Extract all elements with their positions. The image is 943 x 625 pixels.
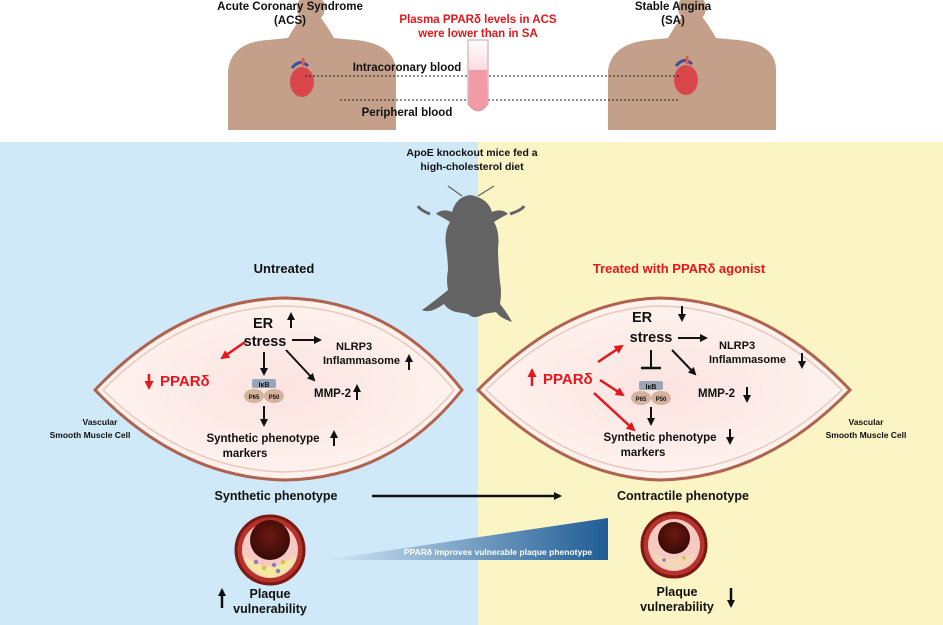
right-mmp2-label: MMP-2: [698, 388, 735, 400]
right-stress-to-mmp2-arrow: [671, 349, 697, 376]
sa-torso: [608, 0, 776, 130]
right-inflammasome-label: Inflammasome: [709, 354, 786, 366]
left-mmp2-label: MMP-2: [314, 388, 351, 400]
right-ikb-label: IκB: [646, 384, 657, 391]
right-plaque-label-1: Plaque: [657, 585, 698, 599]
right-p50-label: P50: [656, 397, 667, 403]
stable-plaque-icon: [640, 511, 708, 579]
vulnerable-plaque-icon: [234, 514, 306, 586]
left-stress-to-ppar-arrow: [220, 340, 246, 360]
right-vsmc-cell: [475, 296, 853, 482]
left-plaque-label-1: Plaque: [250, 587, 291, 601]
left-plaque-label-2: vulnerability: [233, 602, 307, 616]
right-cell-label-1: Vascular: [849, 417, 885, 427]
improvement-wedge: [324, 518, 608, 560]
right-p65-label: P65: [636, 397, 647, 403]
left-nlrp3-label: NLRP3: [336, 341, 372, 353]
intracoronary-label: Intracoronary blood: [353, 62, 462, 74]
left-markers-line-2: markers: [223, 448, 268, 460]
blood-tube-icon: [467, 39, 489, 112]
left-markers-line-1: Synthetic phenotype: [206, 433, 319, 445]
right-stress-label: stress: [630, 330, 673, 346]
wedge-label: PPARδ improves vulnerable plaque phenoty…: [404, 547, 593, 557]
right-ppar-to-nfkb-arrow: [599, 378, 625, 397]
right-cell-membrane: [484, 305, 844, 473]
right-plaque-label-2: vulnerability: [640, 600, 714, 614]
left-ppar-label: PPARδ: [160, 373, 210, 390]
right-ppar-to-markers-arrow: [593, 392, 636, 432]
left-er-label: ER: [253, 316, 274, 332]
acs-title: Acute Coronary Syndrome: [217, 1, 363, 13]
right-nlrp3-label: NLRP3: [719, 340, 755, 352]
left-stress-label: stress: [244, 334, 287, 350]
left-vsmc-cell: [92, 296, 464, 482]
acs-heart-icon: [290, 58, 314, 97]
left-phenotype-label: Synthetic phenotype: [215, 489, 338, 503]
mouse-caption-2: high-cholesterol diet: [420, 161, 524, 173]
left-p50-label: P50: [269, 395, 280, 401]
acs-torso: [228, 0, 396, 130]
right-ppar-to-stress-arrow: [597, 344, 624, 364]
right-cell-label-2: Smooth Muscle Cell: [826, 430, 907, 440]
peripheral-label: Peripheral blood: [362, 107, 453, 119]
right-markers-line-2: markers: [621, 447, 666, 459]
treated-title: Treated with PPARδ agonist: [593, 261, 766, 276]
sa-abbrev: (SA): [661, 15, 685, 27]
mouse-caption-1: ApoE knockout mice fed a: [406, 147, 537, 159]
right-nfkb-complex: [631, 381, 671, 405]
acs-abbrev: (ACS): [274, 15, 306, 27]
finding-line-2: were lower than in SA: [417, 28, 538, 40]
left-stress-to-mmp2-arrow: [285, 349, 316, 382]
right-markers-line-1: Synthetic phenotype: [603, 432, 716, 444]
left-cell-membrane: [101, 305, 455, 473]
finding-line-1: Plasma PPARδ levels in ACS: [399, 14, 557, 26]
left-p65-label: P65: [249, 395, 260, 401]
left-cell-label-2: Smooth Muscle Cell: [50, 430, 131, 440]
left-inflammasome-label: Inflammasome: [323, 355, 400, 367]
right-ppar-label: PPARδ: [543, 371, 593, 388]
left-cell-label-1: Vascular: [83, 417, 119, 427]
left-ikb-label: IκB: [259, 382, 270, 389]
right-er-label: ER: [632, 310, 653, 326]
mouse-icon: [416, 185, 526, 322]
right-phenotype-label: Contractile phenotype: [617, 489, 749, 503]
sa-title: Stable Angina: [635, 1, 712, 13]
untreated-title: Untreated: [254, 261, 315, 276]
left-nfkb-complex: [244, 379, 284, 403]
sa-heart-icon: [674, 56, 698, 95]
